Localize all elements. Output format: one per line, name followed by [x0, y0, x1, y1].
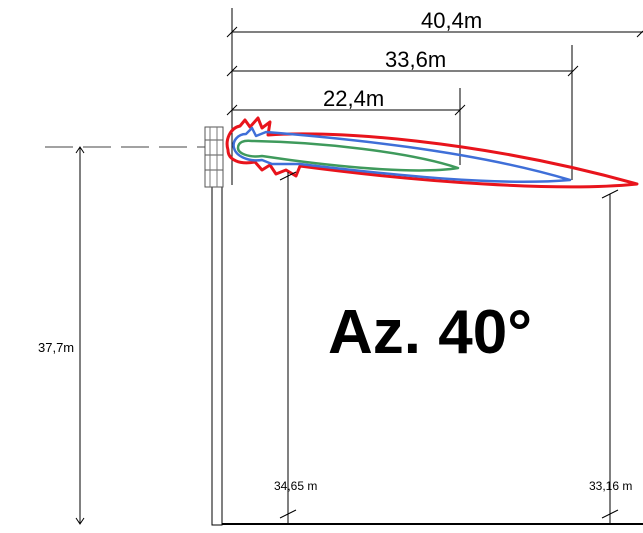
- beam-pattern-inner: [236, 139, 460, 172]
- mast-height-dimension: [75, 146, 85, 525]
- mast: [204, 126, 224, 526]
- mid-length-label: 33,6m: [385, 47, 446, 72]
- drop-dimension-a: [279, 171, 297, 524]
- short-length-label: 22,4m: [323, 86, 384, 111]
- mast-height-label: 37,7m: [38, 340, 74, 355]
- drop-b-label: 33,16 m: [589, 479, 632, 493]
- beam-pattern-outer: [225, 116, 639, 189]
- length-dimension-lines: [226, 8, 643, 185]
- beam-pattern-mid: [232, 126, 572, 184]
- drop-dimension-b: [601, 189, 619, 524]
- azimuth-label: Az. 40°: [328, 298, 532, 367]
- top-length-label: 40,4m: [421, 8, 482, 33]
- drop-a-label: 34,65 m: [274, 479, 317, 493]
